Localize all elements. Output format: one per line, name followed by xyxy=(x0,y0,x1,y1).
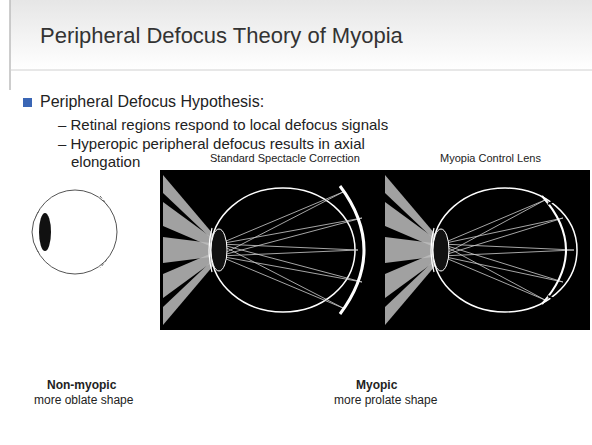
ray-diagram-panel xyxy=(160,170,590,330)
header-band xyxy=(10,0,592,70)
eye-label: Myopic xyxy=(356,378,397,393)
sub-bullet: – Retinal regions respond to local defoc… xyxy=(58,116,431,135)
bullet-heading: Peripheral Defocus Hypothesis: xyxy=(40,92,264,112)
frame-line xyxy=(10,70,592,71)
eye-caption: more oblate shape xyxy=(34,393,133,408)
bullet-square xyxy=(23,98,32,107)
standard-correction-eye xyxy=(163,175,364,325)
panel-label: Standard Spectacle Correction xyxy=(210,152,360,166)
panel-label: Myopia Control Lens xyxy=(440,152,541,166)
eye-caption: more prolate shape xyxy=(334,393,437,408)
myopia-control-eye xyxy=(385,175,577,325)
non-myopic-eye xyxy=(32,190,117,274)
slide-title: Peripheral Defocus Theory of Myopia xyxy=(40,22,403,50)
frame-line xyxy=(9,0,11,90)
eye-label: Non-myopic xyxy=(47,378,116,393)
